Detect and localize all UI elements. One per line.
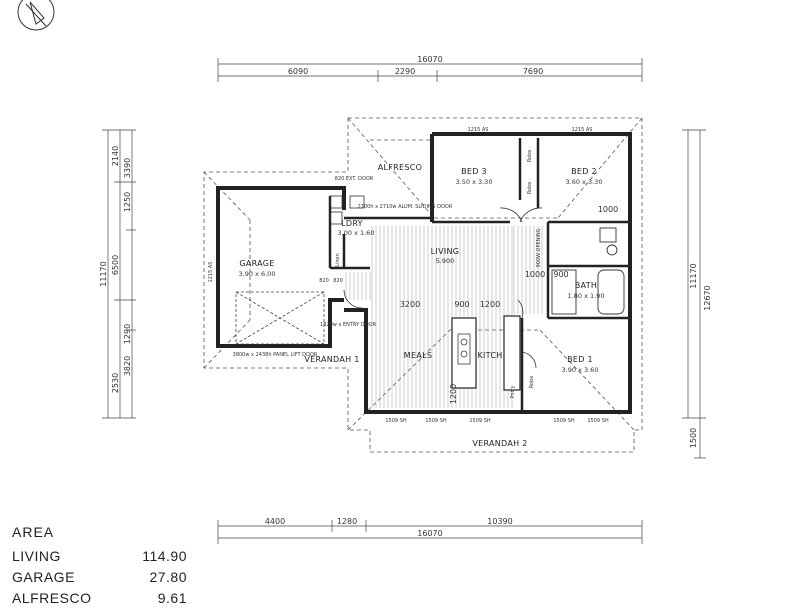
robe-bed2: Robe <box>527 182 533 195</box>
area-row-name: GARAGE <box>12 569 75 585</box>
bottom-seg-2: 1280 <box>337 517 357 526</box>
left-overall: 11170 <box>99 261 108 286</box>
as-note-2: 1215 AS <box>572 127 593 133</box>
bottom-seg-3: 10390 <box>487 517 512 526</box>
robe-bed3: Robe <box>527 150 533 163</box>
door-820-a: 820 <box>333 278 343 284</box>
right-seg-1500: 1500 <box>689 428 698 448</box>
pantry: Pntry <box>510 385 516 398</box>
left-seg-1290: 1290 <box>123 324 132 344</box>
exterior-walls <box>216 132 632 414</box>
left-seg-3390: 3390 <box>123 158 132 178</box>
ext-door-note: 820 EXT. DOOR <box>335 176 374 182</box>
top-seg-3: 7690 <box>523 67 543 76</box>
right-dimension-lines <box>682 129 706 459</box>
right-inner: 11170 <box>689 263 698 288</box>
left-dimension-lines <box>102 129 136 419</box>
room-bed3-size: 3.50 x 3.30 <box>456 178 493 186</box>
opening-note: 900W OPENING <box>536 228 542 267</box>
room-ldry-label: LDRY <box>341 219 363 228</box>
left-seg-3820: 3820 <box>123 356 132 376</box>
verandah-2-label: VERANDAH 2 <box>472 439 527 448</box>
door-swings <box>343 207 543 369</box>
room-ldry-size: 3.00 x 1.60 <box>338 229 375 237</box>
room-bed1-size: 3.90 x 3.60 <box>562 366 599 374</box>
robe-bed1: Robe <box>529 376 535 389</box>
left-seg-2140: 2140 <box>111 146 120 166</box>
verandah-1-label: VERANDAH 1 <box>304 355 359 364</box>
entry-door-note: 1820w x ENTRY DOOR <box>320 322 376 328</box>
dim-3200: 3200 <box>400 300 420 309</box>
top-seg-2: 2290 <box>395 67 415 76</box>
bath-fixtures <box>551 227 625 315</box>
sh-note-3: 1509 SH <box>469 418 490 424</box>
dim-1000-a: 1000 <box>598 205 618 214</box>
overall-width-bottom: 16070 <box>417 529 442 538</box>
dim-1200-v: 1200 <box>449 384 458 404</box>
left-seg-6500: 6500 <box>111 255 120 275</box>
area-row: LIVING 114.90 <box>12 546 187 567</box>
room-bed1-label: BED 1 <box>567 355 593 364</box>
as-note-1: 1215 AS <box>468 127 489 133</box>
area-row-value: 9.61 <box>157 590 187 606</box>
sh-note-1: 1509 SH <box>385 418 406 424</box>
sh-note-5: 1509 SH <box>587 418 608 424</box>
room-garage-size: 3.90 x 6.00 <box>239 270 276 278</box>
dim-900-b: 900 <box>553 270 568 279</box>
area-row: ALFRESCO 9.61 <box>12 588 187 609</box>
room-meals-label: MEALS <box>404 351 432 360</box>
north-arrow-icon <box>17 0 55 31</box>
area-row-name: LIVING <box>12 548 61 564</box>
area-row-value: 27.80 <box>149 569 187 585</box>
room-bed2-size: 3.60 x 3.30 <box>566 178 603 186</box>
room-kitch-label: KITCH <box>477 351 502 360</box>
top-dimension-lines <box>217 58 643 82</box>
bottom-seg-1: 4400 <box>265 517 285 526</box>
area-row: GARAGE 27.80 <box>12 567 187 588</box>
area-title: AREA <box>12 524 55 540</box>
door-820-b: 820 <box>319 278 329 284</box>
sliding-door-note: 2100h x 2710w ALUM. SLIDING DOOR <box>358 204 453 210</box>
area-row-name: ALFRESCO <box>12 590 92 606</box>
dim-900: 900 <box>454 300 469 309</box>
dim-1000-b: 1000 <box>525 270 545 279</box>
right-overall: 12670 <box>703 285 712 310</box>
room-alfresco-label: ALFRESCO <box>378 163 423 172</box>
room-bed3-label: BED 3 <box>461 167 487 176</box>
laundry-fixtures <box>329 195 365 225</box>
panel-lift-door-note: 3800w x 2438h PANEL LIFT DOOR <box>233 352 318 358</box>
area-schedule: AREA LIVING 114.90 GARAGE 27.80 ALFRESCO… <box>12 524 187 609</box>
garage-as-note: 1215 AS <box>208 262 214 283</box>
room-bed2-label: BED 2 <box>571 167 597 176</box>
room-bath-size: 1.80 x 1.90 <box>568 292 605 300</box>
room-bath-label: BATH <box>575 281 597 290</box>
dim-1200: 1200 <box>480 300 500 309</box>
overall-width-top: 16070 <box>417 55 442 64</box>
sh-note-4: 1509 SH <box>553 418 574 424</box>
linen-cupboard: Linen <box>335 253 341 267</box>
room-living-label: LIVING <box>431 247 460 256</box>
top-seg-1: 6090 <box>288 67 308 76</box>
sh-note-2: 1509 SH <box>425 418 446 424</box>
area-row-value: 114.90 <box>142 548 187 564</box>
kitchen-island <box>451 315 521 391</box>
left-seg-1250: 1250 <box>123 192 132 212</box>
garage-panel-door <box>235 291 325 345</box>
room-living-size: 5.900 <box>436 257 455 265</box>
sink-icon <box>460 338 468 358</box>
timber-floor-hatch <box>345 226 543 408</box>
left-seg-2530: 2530 <box>111 373 120 393</box>
bottom-dimension-lines <box>217 520 643 544</box>
room-garage-label: GARAGE <box>239 259 274 268</box>
